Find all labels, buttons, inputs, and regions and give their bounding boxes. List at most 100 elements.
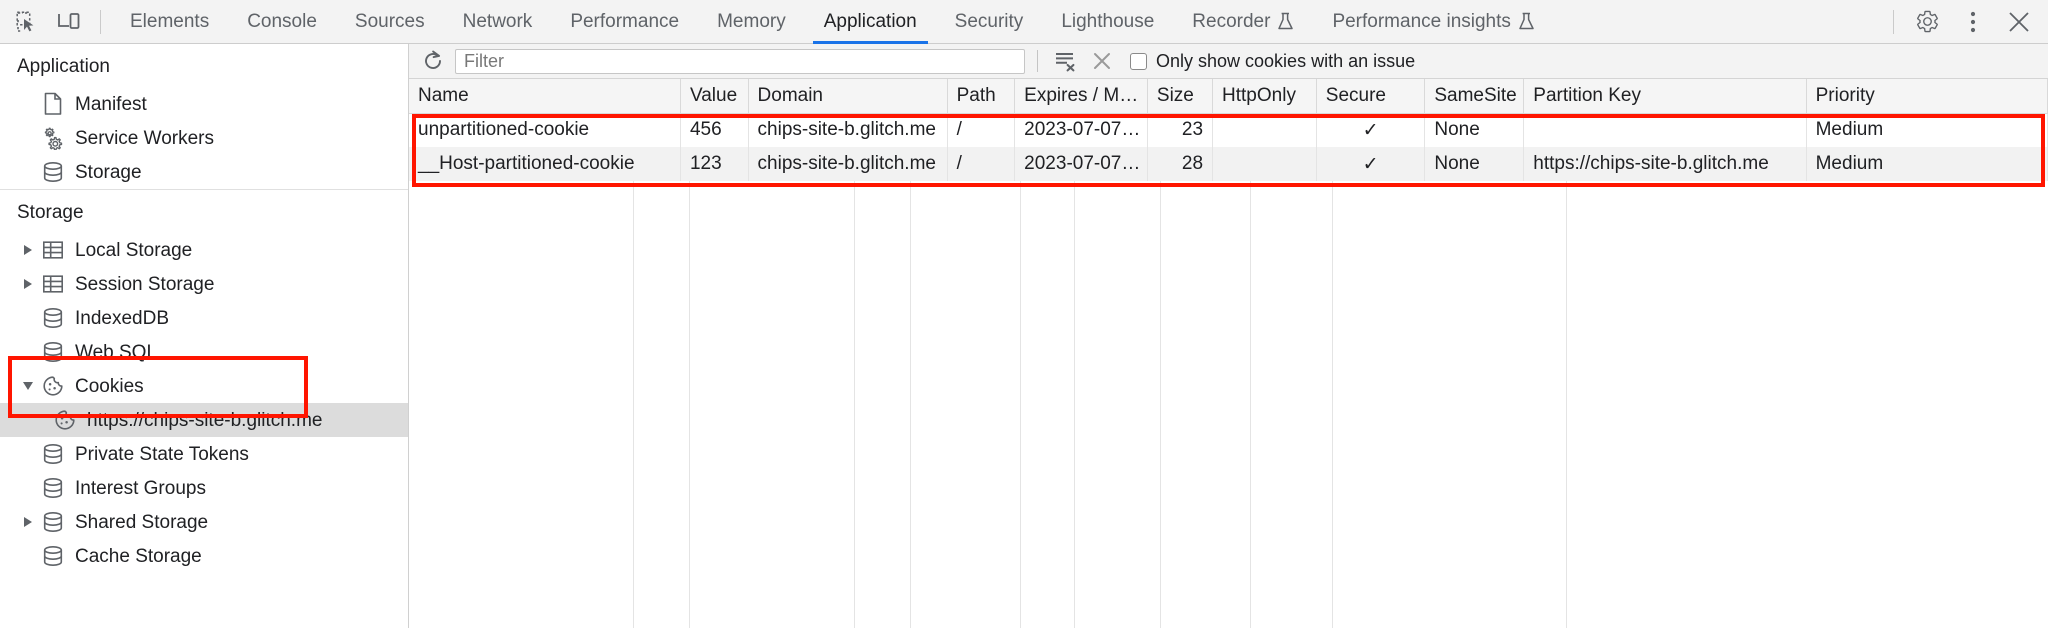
cookies-table-container: Name Value Domain Path Expires / M… Size… bbox=[409, 79, 2048, 628]
cell-partition-key[interactable]: https://chips-site-b.glitch.me bbox=[1523, 147, 1807, 181]
column-header-size[interactable]: Size bbox=[1147, 79, 1214, 114]
tab-label: Application bbox=[823, 10, 917, 32]
clear-filtered-cookies-icon[interactable] bbox=[1050, 46, 1082, 76]
column-header-domain[interactable]: Domain bbox=[748, 79, 948, 114]
more-vertical-icon[interactable] bbox=[1950, 2, 1996, 42]
sidebar-item-label: Web SQL bbox=[75, 341, 158, 363]
devtools-body: Application Manifest bbox=[0, 44, 2048, 628]
tab-lighthouse[interactable]: Lighthouse bbox=[1042, 0, 1173, 44]
sidebar-item-shared-storage[interactable]: Shared Storage bbox=[0, 505, 408, 539]
column-header-httponly[interactable]: HttpOnly bbox=[1212, 79, 1317, 114]
column-header-expires[interactable]: Expires / M… bbox=[1014, 79, 1148, 114]
tabbar-actions bbox=[1883, 0, 2042, 44]
tab-label: Memory bbox=[717, 10, 786, 32]
tab-application[interactable]: Application bbox=[805, 0, 936, 44]
tab-label: Console bbox=[247, 10, 317, 32]
sidebar-item-label: Shared Storage bbox=[75, 511, 209, 533]
cell-secure[interactable]: ✓ bbox=[1316, 147, 1426, 181]
tab-security[interactable]: Security bbox=[936, 0, 1043, 44]
gear-icon[interactable] bbox=[1904, 2, 1950, 42]
clear-all-cookies-icon[interactable] bbox=[1086, 46, 1118, 76]
cell-size[interactable]: 28 bbox=[1147, 147, 1214, 181]
cell-samesite[interactable]: None bbox=[1424, 147, 1525, 181]
cookies-table: Name Value Domain Path Expires / M… Size… bbox=[409, 79, 2048, 181]
cell-name[interactable]: __Host-partitioned-cookie bbox=[409, 147, 681, 181]
sidebar-item-cache-storage[interactable]: Cache Storage bbox=[0, 539, 408, 573]
sidebar-item-storage[interactable]: Storage bbox=[0, 155, 408, 189]
sidebar-item-service-workers[interactable]: Service Workers bbox=[0, 121, 408, 155]
chevron-right-icon[interactable] bbox=[17, 517, 39, 527]
only-issues-checkbox[interactable] bbox=[1130, 52, 1147, 70]
sidebar-item-cookies[interactable]: Cookies bbox=[0, 369, 408, 403]
sidebar-item-indexeddb[interactable]: IndexedDB bbox=[0, 301, 408, 335]
cell-domain[interactable]: chips-site-b.glitch.me bbox=[748, 147, 948, 181]
sidebar-section-application: Application Manifest bbox=[0, 44, 408, 189]
tab-sources[interactable]: Sources bbox=[336, 0, 444, 44]
cell-httponly[interactable] bbox=[1212, 147, 1317, 181]
column-header-path[interactable]: Path bbox=[947, 79, 1016, 114]
column-header-name[interactable]: Name bbox=[409, 79, 681, 114]
chevron-right-icon[interactable] bbox=[17, 245, 39, 255]
device-toolbar-icon[interactable] bbox=[48, 2, 90, 42]
cell-name[interactable]: unpartitioned-cookie bbox=[409, 113, 681, 147]
sidebar-item-label: Cookies bbox=[75, 375, 144, 397]
only-issues-label: Only show cookies with an issue bbox=[1156, 50, 1416, 71]
tab-memory[interactable]: Memory bbox=[698, 0, 805, 44]
sidebar-item-label: Local Storage bbox=[75, 239, 193, 261]
cell-partition-key[interactable] bbox=[1523, 113, 1807, 147]
table-row[interactable]: unpartitioned-cookie 456 chips-site-b.gl… bbox=[409, 113, 2048, 147]
cell-httponly[interactable] bbox=[1212, 113, 1317, 147]
sidebar-item-label: IndexedDB bbox=[75, 307, 170, 329]
sidebar-item-session-storage[interactable]: Session Storage bbox=[0, 267, 408, 301]
column-header-priority[interactable]: Priority bbox=[1806, 79, 2048, 114]
database-icon bbox=[39, 161, 67, 183]
sidebar-item-cookie-origin[interactable]: https://chips-site-b.glitch.me bbox=[0, 403, 408, 437]
sidebar-item-manifest[interactable]: Manifest bbox=[0, 87, 408, 121]
sidebar-item-label: Cache Storage bbox=[75, 545, 202, 567]
cell-priority[interactable]: Medium bbox=[1806, 147, 2048, 181]
column-header-samesite[interactable]: SameSite bbox=[1424, 79, 1525, 114]
cell-expires[interactable]: 2023-07-07… bbox=[1014, 147, 1148, 181]
table-row[interactable]: __Host-partitioned-cookie 123 chips-site… bbox=[409, 147, 2048, 181]
sidebar-item-web-sql[interactable]: Web SQL bbox=[0, 335, 408, 369]
tab-console[interactable]: Console bbox=[228, 0, 336, 44]
sidebar-item-label: Storage bbox=[75, 161, 142, 183]
sidebar-item-private-state-tokens[interactable]: Private State Tokens bbox=[0, 437, 408, 471]
tab-network[interactable]: Network bbox=[444, 0, 552, 44]
tab-label: Recorder bbox=[1192, 10, 1271, 32]
cell-value[interactable]: 456 bbox=[680, 113, 749, 147]
tabbar-divider bbox=[100, 9, 101, 34]
tab-recorder[interactable]: Recorder bbox=[1173, 0, 1313, 44]
column-header-value[interactable]: Value bbox=[680, 79, 749, 114]
tab-performance[interactable]: Performance bbox=[551, 0, 698, 44]
chevron-right-icon[interactable] bbox=[17, 279, 39, 289]
refresh-icon[interactable] bbox=[417, 46, 449, 76]
sidebar-item-label: https://chips-site-b.glitch.me bbox=[87, 409, 323, 431]
cell-domain[interactable]: chips-site-b.glitch.me bbox=[748, 113, 948, 147]
tab-performance-insights[interactable]: Performance insights bbox=[1313, 0, 1553, 44]
cell-size[interactable]: 23 bbox=[1147, 113, 1214, 147]
tab-label: Security bbox=[954, 10, 1024, 32]
cell-samesite[interactable]: None bbox=[1424, 113, 1525, 147]
tab-label: Network bbox=[462, 10, 533, 32]
sidebar-item-local-storage[interactable]: Local Storage bbox=[0, 233, 408, 267]
sidebar-section-title: Application bbox=[17, 56, 110, 77]
cell-secure[interactable]: ✓ bbox=[1316, 113, 1426, 147]
cell-value[interactable]: 123 bbox=[680, 147, 749, 181]
close-icon[interactable] bbox=[1996, 2, 2042, 42]
sidebar-item-interest-groups[interactable]: Interest Groups bbox=[0, 471, 408, 505]
only-issues-checkbox-row[interactable]: Only show cookies with an issue bbox=[1130, 51, 1415, 72]
filter-input[interactable] bbox=[455, 48, 1025, 74]
database-icon bbox=[39, 307, 67, 329]
cell-path[interactable]: / bbox=[947, 147, 1016, 181]
column-header-partition-key[interactable]: Partition Key bbox=[1523, 79, 1807, 114]
cell-expires[interactable]: 2023-07-07… bbox=[1014, 113, 1148, 147]
inspect-element-icon[interactable] bbox=[6, 2, 48, 42]
cell-priority[interactable]: Medium bbox=[1806, 113, 2048, 147]
table-icon bbox=[39, 273, 67, 295]
column-header-secure[interactable]: Secure bbox=[1316, 79, 1426, 114]
chevron-down-icon[interactable] bbox=[17, 382, 39, 390]
tab-elements[interactable]: Elements bbox=[111, 0, 228, 44]
toolbar-divider bbox=[1037, 50, 1038, 72]
cell-path[interactable]: / bbox=[947, 113, 1016, 147]
